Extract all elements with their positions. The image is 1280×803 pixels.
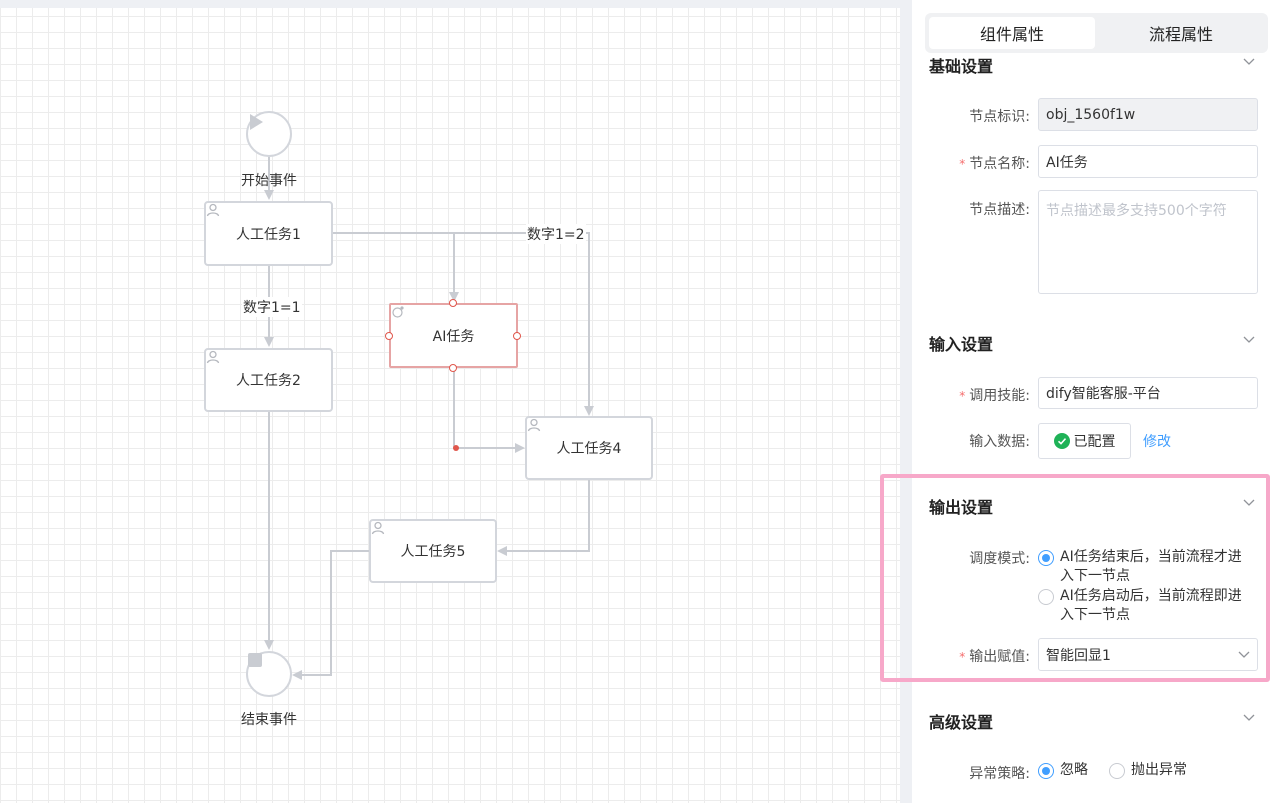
node-ai-task[interactable]: AI任务	[389, 303, 518, 368]
mode-option1-text[interactable]: AI任务结束后，当前流程才进 入下一节点	[1060, 549, 1242, 584]
start-event-label: 开始事件	[241, 173, 297, 189]
edge-task4-task5	[497, 480, 590, 556]
configured-button[interactable]: 已配置	[1038, 423, 1131, 459]
node-desc-label: 节点描述:	[969, 202, 1030, 218]
node-name-input[interactable]: AI任务	[1038, 145, 1258, 178]
play-icon	[250, 114, 263, 130]
end-event-label: 结束事件	[241, 712, 297, 728]
node-name-label: *节点名称:	[959, 156, 1030, 172]
output-section-highlight	[880, 474, 1270, 682]
ai-node-handle-top[interactable]	[449, 299, 457, 307]
ai-robot-icon	[392, 306, 404, 318]
modify-link[interactable]: 修改	[1143, 434, 1171, 450]
chevron-down-icon[interactable]	[1243, 58, 1255, 66]
canvas-top-bar	[0, 0, 900, 8]
node-ai-task-label: AI任务	[432, 328, 475, 345]
mode-option1-radio[interactable]	[1038, 550, 1054, 566]
chevron-down-icon[interactable]	[1243, 336, 1255, 344]
node-task1-label: 人工任务1	[236, 226, 301, 243]
exception-strategy-label: 异常策略:	[969, 766, 1030, 782]
node-task2[interactable]: 人工任务2	[204, 348, 333, 412]
exception-throw-radio[interactable]	[1109, 763, 1125, 779]
panel-tabs: 组件属性 流程属性	[925, 13, 1268, 53]
section-advanced-title: 高级设置	[929, 713, 994, 732]
user-icon	[527, 418, 541, 432]
schedule-mode-label: 调度模式:	[969, 551, 1030, 567]
node-task5[interactable]: 人工任务5	[369, 519, 497, 583]
node-task2-label: 人工任务2	[236, 373, 301, 389]
flow-canvas[interactable]: 开始事件 人工任务1 数字1=1 数字1=2 人工任务2 AI任务 人工任务4 …	[0, 0, 900, 803]
edge-anchor-dot	[453, 445, 459, 451]
ai-node-handle-left[interactable]	[385, 332, 393, 340]
edge-task5-end	[292, 550, 369, 680]
edge-label-cond2: 数字1=2	[526, 224, 586, 244]
exception-throw-text[interactable]: 抛出异常	[1131, 762, 1187, 778]
configured-label: 已配置	[1073, 434, 1116, 450]
skill-label: *调用技能:	[959, 388, 1030, 404]
user-icon	[206, 350, 220, 364]
node-task4-label: 人工任务4	[556, 441, 622, 457]
properties-panel: 组件属性 流程属性 基础设置 节点标识: obj_1560f1w *节点名称: …	[912, 0, 1280, 803]
output-assign-value: 智能回显1	[1046, 647, 1111, 664]
panel-divider[interactable]	[900, 0, 912, 803]
section-output-title: 输出设置	[929, 498, 994, 517]
section-input-title: 输入设置	[929, 335, 994, 354]
ai-node-handle-right[interactable]	[513, 332, 521, 340]
ai-node-handle-bottom[interactable]	[449, 364, 457, 372]
output-assign-select[interactable]: 智能回显1	[1038, 638, 1258, 671]
node-task1[interactable]: 人工任务1	[204, 201, 333, 266]
edge-task1-task4	[454, 232, 594, 416]
tab-component-properties[interactable]: 组件属性	[929, 17, 1095, 49]
edge-task1-ai	[333, 232, 459, 302]
check-circle-icon	[1053, 433, 1070, 449]
node-desc-textarea[interactable]: 节点描述最多支持500个字符	[1038, 190, 1258, 294]
section-basic-title: 基础设置	[929, 57, 994, 76]
node-id-field: obj_1560f1w	[1038, 98, 1258, 131]
stop-icon	[248, 653, 262, 667]
mode-option2-text[interactable]: AI任务启动后，当前流程即进 入下一节点	[1060, 588, 1242, 623]
user-icon	[371, 521, 385, 535]
node-id-label: 节点标识:	[969, 109, 1030, 125]
user-icon	[206, 203, 220, 217]
chevron-down-icon	[1238, 651, 1250, 658]
edge-ai-task4	[453, 368, 525, 453]
mode-option2-radio[interactable]	[1038, 589, 1054, 605]
node-task5-label: 人工任务5	[400, 544, 466, 560]
end-event[interactable]	[246, 651, 292, 697]
exception-ignore-radio[interactable]	[1038, 763, 1054, 779]
skill-select[interactable]: dify智能客服-平台	[1038, 377, 1258, 409]
start-event[interactable]	[246, 111, 292, 157]
output-assign-label: *输出赋值:	[959, 649, 1030, 665]
chevron-down-icon[interactable]	[1243, 499, 1255, 507]
chevron-down-icon[interactable]	[1243, 714, 1255, 722]
tab-process-properties[interactable]: 流程属性	[1148, 25, 1213, 44]
input-data-label: 输入数据:	[969, 434, 1030, 450]
flow-edges	[264, 157, 594, 680]
node-task4[interactable]: 人工任务4	[525, 416, 653, 480]
edge-label-cond1: 数字1=1	[242, 297, 302, 317]
exception-ignore-text[interactable]: 忽略	[1060, 762, 1088, 778]
